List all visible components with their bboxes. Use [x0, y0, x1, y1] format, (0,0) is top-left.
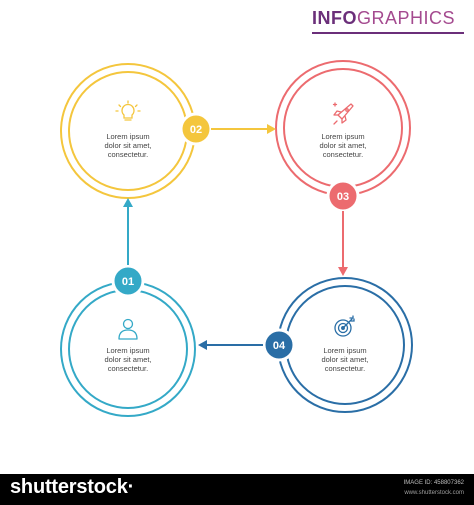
step-02-line-2: dolor sit amet,	[104, 141, 151, 150]
arrow-04-to-01	[198, 340, 263, 350]
step-03-line-1: Lorem ipsum	[321, 132, 364, 141]
step-04-badge	[262, 328, 296, 362]
step-01-line-3: consectetur.	[108, 364, 148, 373]
step-04-outer-ring	[277, 277, 413, 413]
step-01-line-2: dolor sit amet,	[104, 355, 151, 364]
step-01-number: 01	[122, 276, 134, 288]
step-03-inner-ring	[283, 68, 403, 188]
person-icon	[118, 318, 138, 340]
step-04-inner-ring	[285, 285, 405, 405]
step-01-group: 01 Lorem ipsum dolor sit amet, consectet…	[60, 264, 196, 417]
header-title: INFOGRAPHICS	[312, 6, 464, 36]
step-02-line-3: consectetur.	[108, 150, 148, 159]
step-02-inner-ring	[68, 71, 188, 191]
step-02-outer-ring	[60, 63, 196, 199]
title-underline	[312, 32, 464, 34]
step-03-line-2: dolor sit amet,	[319, 141, 366, 150]
step-04-number: 04	[273, 340, 286, 352]
footer-logo: shutterstock·	[10, 476, 135, 498]
step-04-line-1: Lorem ipsum	[323, 346, 366, 355]
step-01-badge	[111, 264, 145, 298]
lightbulb-icon	[115, 100, 141, 121]
step-03-line-3: consectetur.	[323, 150, 363, 159]
arrow-02-to-03	[211, 124, 276, 134]
title-bold: INFO	[312, 8, 357, 28]
step-04-group: 04 Lorem ipsum dolor sit amet, consectet…	[262, 277, 413, 413]
step-02-number: 02	[190, 124, 202, 136]
arrow-01-to-02	[123, 198, 133, 265]
title-light: GRAPHICS	[357, 8, 456, 28]
step-02-group: 02 Lorem ipsum dolor sit amet, consectet…	[60, 63, 213, 199]
step-03-group: 03 Lorem ipsum dolor sit amet, consectet…	[275, 60, 411, 213]
step-04-line-3: consectetur.	[325, 364, 365, 373]
step-02-line-1: Lorem ipsum	[106, 132, 149, 141]
footer-bar: shutterstock· IMAGE ID: 458807362 www.sh…	[0, 474, 474, 505]
footer-url: www.shutterstock.com	[404, 490, 464, 496]
step-03-outer-ring	[275, 60, 411, 196]
footer-image-id: IMAGE ID: 458807362	[403, 480, 464, 486]
step-01-line-1: Lorem ipsum	[106, 346, 149, 355]
arrow-03-to-04	[338, 211, 348, 276]
step-03-number: 03	[337, 191, 349, 203]
target-icon	[334, 315, 355, 337]
rocket-icon	[332, 102, 354, 125]
step-04-line-2: dolor sit amet,	[321, 355, 368, 364]
